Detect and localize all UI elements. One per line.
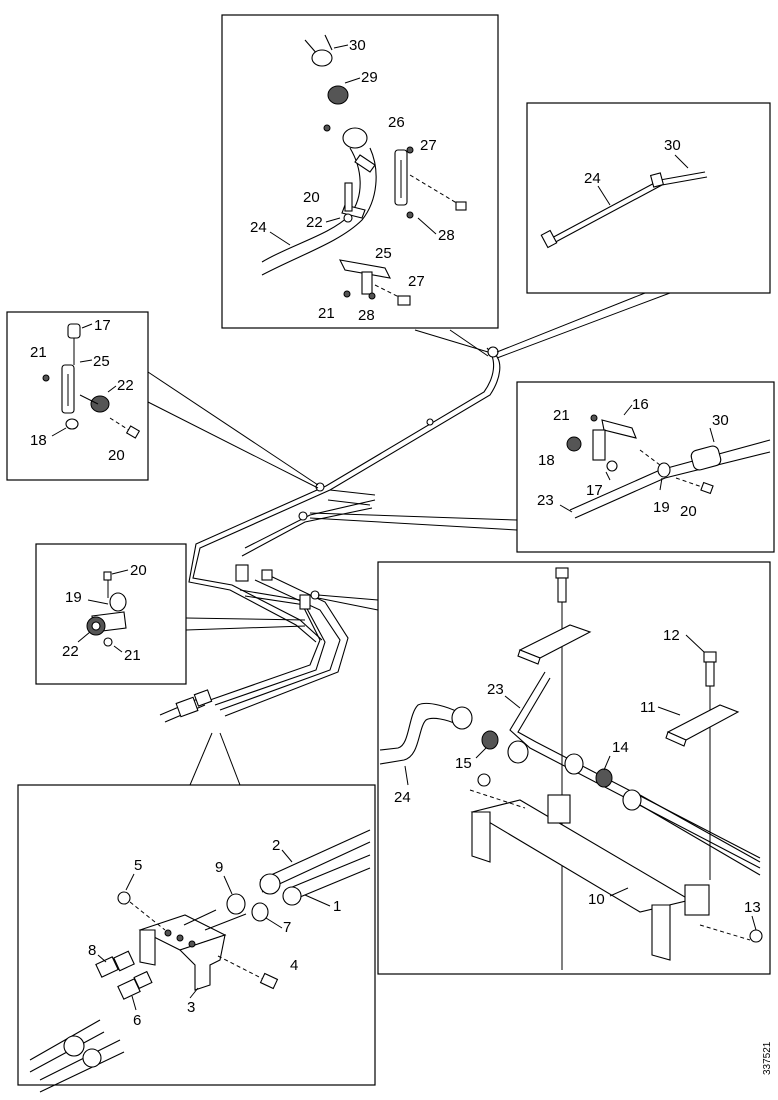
callout-1: 1 xyxy=(333,898,341,915)
callout-27-upper: 27 xyxy=(420,137,437,154)
drawing-reference-number: 337521 xyxy=(762,1041,773,1075)
callout-9: 9 xyxy=(215,859,223,876)
callout-20-left-upper: 20 xyxy=(108,447,125,464)
leader-lines xyxy=(147,292,671,786)
callout-24-top-right: 24 xyxy=(584,170,601,187)
callout-16: 16 xyxy=(632,396,649,413)
callout-30-right-middle: 30 xyxy=(712,412,729,429)
callout-17-right-middle: 17 xyxy=(586,482,603,499)
callout-19-right-middle: 19 xyxy=(653,499,670,516)
detail-view-right-large: 12 11 23 14 15 24 10 13 xyxy=(377,561,771,975)
callout-22-left-upper: 22 xyxy=(117,377,134,394)
callout-19-left-middle: 19 xyxy=(65,589,82,606)
detail-view-left-upper: 17 21 25 22 18 20 xyxy=(6,311,149,481)
callout-27-lower: 27 xyxy=(408,273,425,290)
callout-3: 3 xyxy=(187,999,195,1016)
detail-view-right-middle: 21 16 30 18 17 19 23 20 xyxy=(516,381,775,553)
callout-18-right-middle: 18 xyxy=(538,452,555,469)
callout-23-right-large: 23 xyxy=(487,681,504,698)
callout-21-left-middle: 21 xyxy=(124,647,141,664)
detail-view-bottom-left: 2 5 9 1 7 8 4 3 6 xyxy=(17,784,376,1093)
callout-23-right-middle: 23 xyxy=(537,492,554,509)
callout-24-top-center: 24 xyxy=(250,219,267,236)
callout-17-left: 17 xyxy=(94,317,111,334)
central-pipe-assembly xyxy=(159,346,501,723)
callout-15: 15 xyxy=(455,755,472,772)
detail-view-left-middle: 20 19 22 21 xyxy=(35,543,187,685)
callout-4: 4 xyxy=(290,957,298,974)
callout-25-top-center: 25 xyxy=(375,245,392,262)
detail-view-top-center: 30 29 26 27 20 22 24 28 25 27 21 28 xyxy=(221,14,499,329)
callout-12: 12 xyxy=(663,627,680,644)
callout-20-right-middle: 20 xyxy=(680,503,697,520)
callout-11: 11 xyxy=(640,699,656,716)
detail-view-top-right: 30 24 xyxy=(526,102,771,294)
callout-2: 2 xyxy=(272,837,280,854)
callout-22-left-middle: 22 xyxy=(62,643,79,660)
callout-25-left: 25 xyxy=(93,353,110,370)
callout-18-left: 18 xyxy=(30,432,47,449)
callout-10: 10 xyxy=(588,891,605,908)
callout-22-top-center: 22 xyxy=(306,214,323,231)
callout-24-right-large: 24 xyxy=(394,789,411,806)
callout-7: 7 xyxy=(283,919,291,936)
callout-6: 6 xyxy=(133,1012,141,1029)
callout-5: 5 xyxy=(134,857,142,874)
callout-20-top-center: 20 xyxy=(303,189,320,206)
callout-20-left-middle: 20 xyxy=(130,562,147,579)
callout-21-left-upper: 21 xyxy=(30,344,47,361)
callout-13: 13 xyxy=(744,899,761,916)
callout-29: 29 xyxy=(361,69,378,86)
callout-30-top-right: 30 xyxy=(664,137,681,154)
callout-14: 14 xyxy=(612,739,629,756)
callout-28-lower: 28 xyxy=(358,307,375,324)
callout-28-upper: 28 xyxy=(438,227,455,244)
callout-21-right-middle: 21 xyxy=(553,407,570,424)
callout-8: 8 xyxy=(88,942,96,959)
callout-21-top-center: 21 xyxy=(318,305,335,322)
callout-26: 26 xyxy=(388,114,405,131)
callout-30-top-center: 30 xyxy=(349,37,366,54)
